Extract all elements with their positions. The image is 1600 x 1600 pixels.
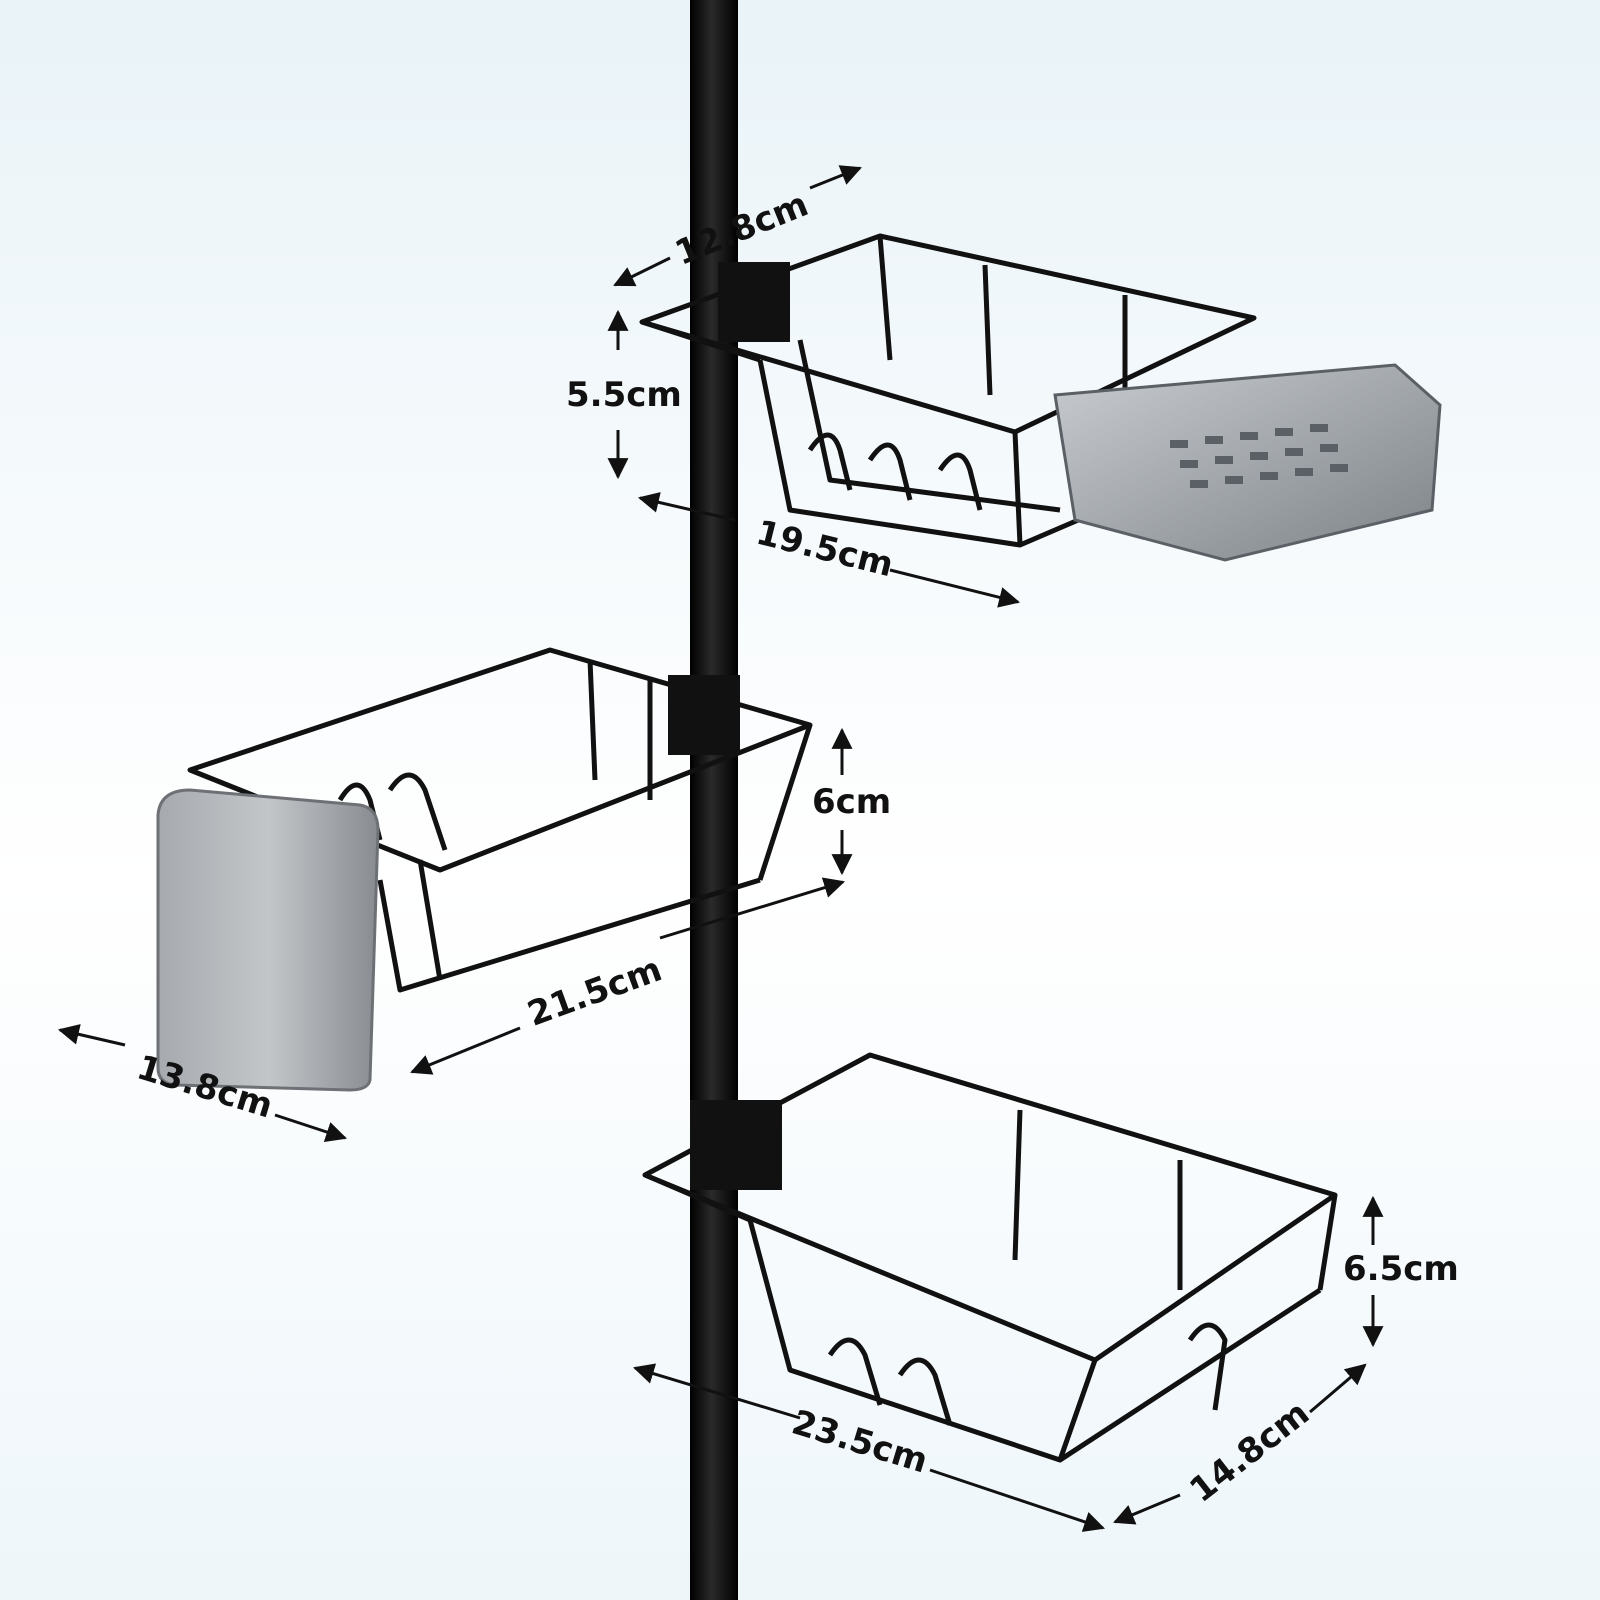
label-top-height: 5.5cm bbox=[566, 375, 682, 415]
bottom-clamp bbox=[690, 1100, 782, 1190]
caddy-cup bbox=[156, 788, 380, 1092]
label-bottom-height: 6.5cm bbox=[1343, 1249, 1459, 1289]
bottom-basket bbox=[642, 1052, 1338, 1463]
middle-clamp bbox=[668, 675, 740, 755]
label-middle-height: 6cm bbox=[812, 782, 892, 822]
soap-tray bbox=[1053, 363, 1442, 562]
top-basket bbox=[639, 233, 1257, 548]
dimension-arrows bbox=[57, 165, 1384, 1532]
top-clamp bbox=[718, 262, 790, 342]
